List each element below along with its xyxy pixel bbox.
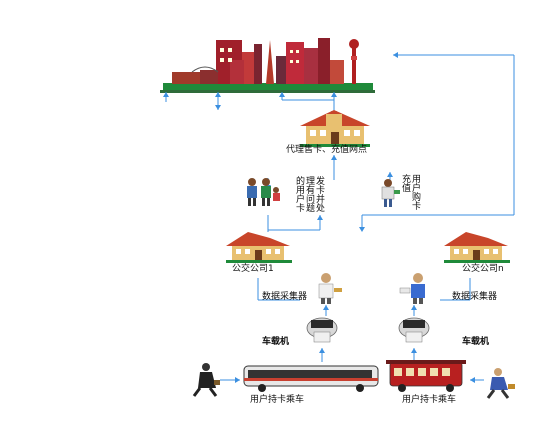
collector-n-label: 数据采集器 bbox=[452, 292, 498, 302]
tram-icon bbox=[386, 360, 466, 392]
clerk-icon bbox=[399, 273, 425, 304]
family-icon bbox=[247, 178, 280, 206]
office-building-icon bbox=[300, 110, 370, 147]
walking-passenger-icon bbox=[486, 368, 515, 399]
rider-1-label: 用户持卡乘车 bbox=[250, 395, 305, 405]
card-buyer-icon bbox=[381, 179, 400, 207]
bus-icon bbox=[243, 365, 379, 392]
agency-outlet-label: 代理售卡、充值网点 bbox=[286, 145, 368, 155]
card-reader-icon bbox=[306, 317, 338, 343]
user-buy-card-label: 用户购卡充值 bbox=[400, 174, 420, 210]
card-reader-icon bbox=[398, 317, 430, 343]
company-n-label: 公交公司n bbox=[462, 264, 504, 274]
collector-1-label: 数据采集器 bbox=[262, 292, 308, 302]
vehicle-unit-n-label: 车载机 bbox=[462, 337, 490, 347]
vehicle-unit-1-label: 车载机 bbox=[262, 337, 290, 347]
city-skyline-icon bbox=[160, 38, 375, 93]
clerk-icon bbox=[318, 273, 342, 304]
office-building-icon bbox=[226, 232, 292, 263]
rider-n-label: 用户持卡乘车 bbox=[402, 395, 457, 405]
connector-lines bbox=[165, 54, 515, 381]
issue-card-note-label: 发卡并处理有问题的用户卡 bbox=[294, 176, 324, 212]
walking-passenger-icon bbox=[192, 363, 220, 397]
company-1-label: 公交公司1 bbox=[232, 264, 274, 274]
office-building-icon bbox=[444, 232, 510, 263]
